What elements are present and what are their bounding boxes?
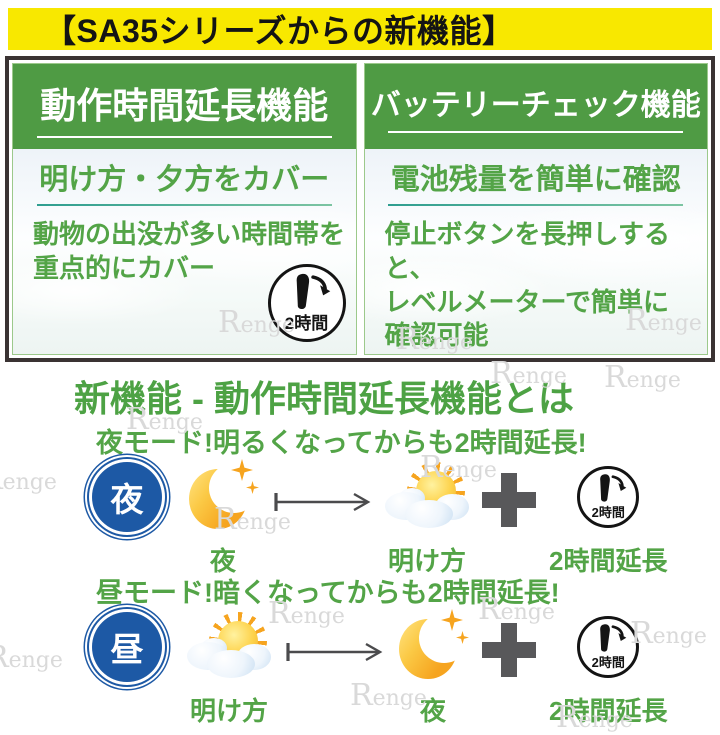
feature-header: 動作時間延長機能 — [13, 64, 356, 149]
day-mode-heading: 昼モード!暗くなってからも2時間延長! — [96, 578, 560, 608]
product-infographic: { "banner": { "title": "【SA35シリーズからの新機能】… — [0, 8, 715, 735]
feature-subtitle: 明け方・夕方をカバー — [39, 164, 330, 196]
icon-slot — [397, 606, 469, 688]
body-line: 停止ボタンを長押しすると、 — [384, 219, 670, 283]
clock-label: 2時間 — [591, 505, 625, 520]
night-to-item: 明け方 — [385, 456, 469, 578]
crescent-moon-icon — [397, 609, 469, 685]
icon-slot: 2時間 — [577, 606, 640, 688]
night-badge: 夜 — [92, 462, 162, 532]
feature-header-label: 動作時間延長機能 — [40, 85, 329, 126]
cloud-icon — [207, 650, 255, 678]
night-mode-heading: 夜モード!明るくなってからも2時間延長! — [96, 428, 587, 458]
plus-icon — [482, 473, 536, 527]
icon-label: 2時間延長 — [549, 696, 668, 726]
icon-label: 夜 — [209, 546, 236, 576]
banner-title: 【SA35シリーズからの新機能】 — [44, 13, 515, 49]
clock-hand-icon — [600, 624, 627, 652]
day-badge-wrap: 昼 — [80, 606, 174, 688]
crescent-moon-icon — [187, 459, 259, 535]
clock-label: 2時間 — [284, 314, 329, 333]
day-from-item: 明け方 — [187, 606, 271, 728]
body-line: 動物の出没が多い時間帯を — [33, 219, 346, 249]
icon-label: 明け方 — [189, 696, 268, 726]
icon-label: 夜 — [419, 696, 446, 726]
section-title: 新機能 - 動作時間延長機能とは — [74, 378, 574, 419]
title-banner: 【SA35シリーズからの新機能】 — [8, 8, 712, 50]
watermark: Renge — [0, 462, 57, 497]
icon-slot: 2時間 — [577, 456, 640, 538]
subtitle-underline — [36, 204, 332, 206]
plus-icon — [482, 623, 536, 677]
feature-body: 動物の出没が多い時間帯を 重点的にカバー — [13, 206, 356, 286]
watermark: Renge — [0, 640, 63, 675]
day-badge: 昼 — [92, 612, 162, 682]
day-to-item: 夜 — [397, 606, 469, 728]
night-badge-wrap: 夜 — [80, 456, 174, 538]
body-line: レベルメーターで簡単に — [384, 286, 669, 317]
day-extension-item: 2時間 2時間延長 — [549, 606, 667, 728]
icon-slot — [385, 456, 469, 538]
feature-box: 動作時間延長機能 明け方・夕方をカバー 動物の出没が多い時間帯を 重点的にカバー… — [5, 56, 715, 362]
sun-clouds-icon — [187, 612, 271, 682]
arrow-right-icon — [274, 492, 371, 512]
feature-battery-check: バッテリーチェック機能 電池残量を簡単に確認 停止ボタンを長押しすると、 レベル… — [363, 63, 708, 355]
feature-header-label: バッテリーチェック機能 — [370, 89, 701, 122]
2hours-clock-icon: 2時間 — [267, 264, 346, 342]
clock-hand-icon — [296, 274, 330, 310]
arrow-right-icon — [286, 642, 383, 662]
icon-slot — [187, 606, 271, 688]
clock-label: 2時間 — [591, 655, 625, 670]
sun-clouds-icon — [385, 462, 469, 532]
night-extension-item: 2時間 2時間延長 — [549, 456, 667, 578]
icon-label: 明け方 — [387, 546, 466, 576]
subtitle-underline — [388, 204, 684, 206]
body-line: 確認可能 — [384, 320, 489, 351]
watermark: Renge — [604, 360, 681, 395]
clock-hand-icon — [600, 474, 627, 502]
2hours-clock-icon: 2時間 — [577, 466, 640, 528]
header-underline — [388, 131, 684, 133]
icon-label: 2時間延長 — [549, 546, 668, 576]
2hours-clock-icon: 2時間 — [577, 616, 640, 678]
header-underline — [36, 136, 332, 138]
night-flow-row: 夜 夜 明け方 — [80, 456, 667, 578]
body-line: 重点的にカバー — [33, 252, 216, 283]
feature-body: 停止ボタンを長押しすると、 レベルメーターで簡単に 確認可能 — [365, 206, 708, 353]
icon-slot — [187, 456, 259, 538]
day-flow-row: 昼 明け方 夜 — [80, 606, 667, 728]
night-from-item: 夜 — [187, 456, 259, 578]
feature-header: バッテリーチェック機能 — [364, 64, 707, 149]
feature-runtime-extension: 動作時間延長機能 明け方・夕方をカバー 動物の出没が多い時間帯を 重点的にカバー… — [12, 63, 357, 355]
cloud-icon — [405, 500, 453, 528]
feature-subtitle: 電池残量を簡単に確認 — [390, 164, 681, 196]
